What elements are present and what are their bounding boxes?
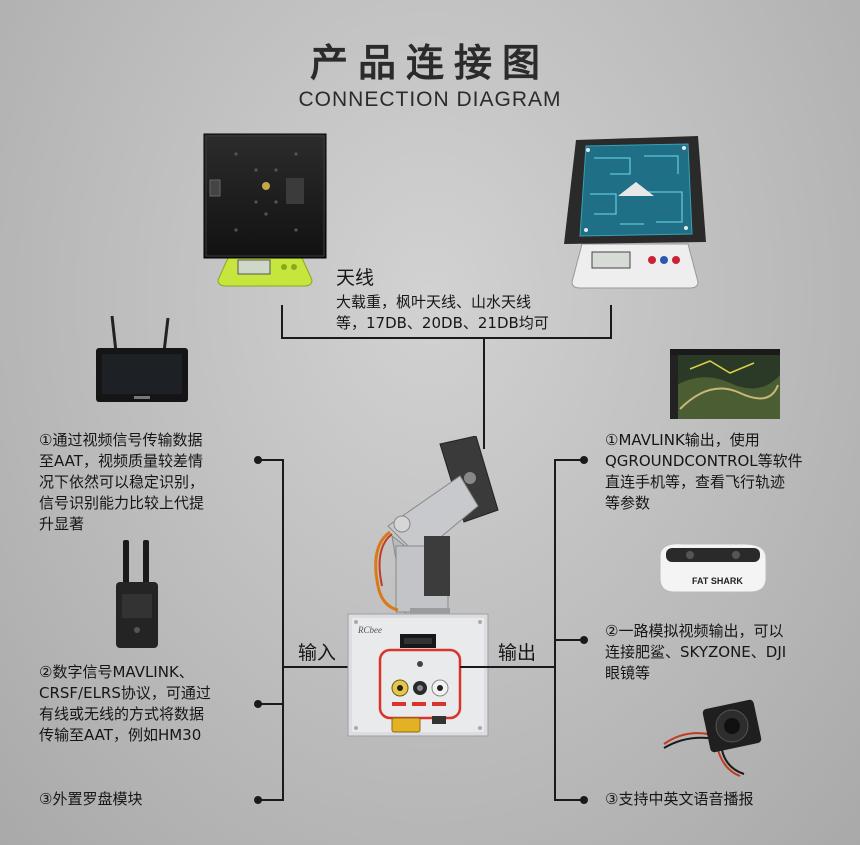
left-tick-1 bbox=[258, 459, 284, 461]
left-tick-2 bbox=[258, 703, 284, 705]
antenna-panel-blue bbox=[564, 136, 706, 289]
right-dot-3 bbox=[580, 796, 588, 804]
goggles-brand: FAT SHARK bbox=[692, 576, 743, 586]
speaker-module bbox=[663, 699, 762, 777]
antenna-line-down bbox=[483, 337, 485, 449]
right-desc-2: ②一路模拟视频输出，可以 连接肥鲨、SKYZONE、DJI 眼镜等 bbox=[605, 622, 787, 682]
antenna-desc-line-1: 大载重，枫叶天线、山水天线 bbox=[336, 293, 532, 311]
right-desc-3: ③支持中英文语音播报 bbox=[605, 790, 754, 808]
output-line bbox=[460, 666, 556, 668]
right-dot-2 bbox=[580, 636, 588, 644]
antenna-desc-line-2: 等，17DB、20DB、21DB均可 bbox=[336, 314, 549, 332]
video-monitor bbox=[96, 315, 188, 402]
left-tick-3 bbox=[258, 799, 284, 801]
antenna-panel-black bbox=[203, 133, 327, 287]
input-line bbox=[282, 666, 382, 668]
right-tick-2 bbox=[554, 639, 584, 641]
antenna-line-left bbox=[281, 305, 283, 339]
antenna-tracker bbox=[347, 436, 499, 737]
tracker-brand: RCbee bbox=[358, 625, 382, 635]
page-title: 产品连接图 bbox=[309, 41, 550, 85]
left-desc-2: ②数字信号MAVLINK、 CRSF/ELRS协议，可通过 有线或无线的方式将数… bbox=[39, 663, 211, 744]
left-dot-3 bbox=[254, 796, 262, 804]
right-bracket-vertical bbox=[554, 459, 556, 801]
input-label: 输入 bbox=[298, 642, 337, 664]
right-tick-3 bbox=[554, 799, 584, 801]
output-label: 输出 bbox=[498, 642, 537, 664]
left-desc-3: ③外置罗盘模块 bbox=[39, 790, 143, 808]
right-desc-1: ①MAVLINK输出，使用 QGROUNDCONTROL等软件 直连手机等，查看… bbox=[605, 431, 803, 512]
right-dot-1 bbox=[580, 456, 588, 464]
map-screenshot bbox=[670, 349, 780, 419]
page-subtitle: CONNECTION DIAGRAM bbox=[298, 88, 562, 111]
left-bracket-vertical bbox=[282, 459, 284, 801]
antenna-label: 天线 bbox=[336, 267, 375, 289]
left-dot-1 bbox=[254, 456, 262, 464]
left-dot-2 bbox=[254, 700, 262, 708]
right-tick-1 bbox=[554, 459, 584, 461]
fpv-goggles: FAT SHARK bbox=[659, 543, 767, 593]
antenna-line-horizontal bbox=[281, 337, 612, 339]
digital-transmitter bbox=[116, 540, 158, 648]
left-desc-1: ①通过视频信号传输数据 至AAT，视频质量较差情 况下依然可以稳定识别， 信号识… bbox=[39, 431, 205, 533]
antenna-line-right bbox=[610, 305, 612, 339]
